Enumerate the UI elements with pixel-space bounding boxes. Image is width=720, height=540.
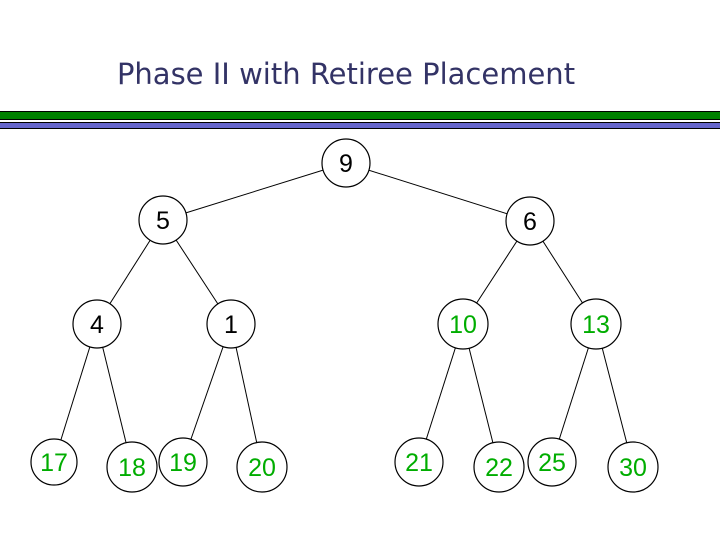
node-circle	[607, 441, 659, 493]
edge-9-6	[345, 162, 531, 222]
tree-node-22: 22	[473, 441, 525, 493]
node-value: 22	[485, 454, 513, 482]
tree-node-9: 9	[321, 138, 371, 188]
tree-node-21: 21	[394, 437, 444, 487]
separator-bar-green	[0, 111, 720, 120]
node-circle	[527, 437, 577, 487]
node-value: 13	[582, 311, 610, 339]
tree-node-4: 4	[72, 299, 122, 349]
node-circle	[138, 195, 188, 245]
tree-node-25: 25	[527, 437, 577, 487]
node-value: 18	[118, 454, 146, 482]
node-value: 17	[40, 449, 68, 477]
node-value: 9	[339, 150, 353, 178]
node-circle	[106, 441, 158, 493]
node-value: 1	[224, 311, 238, 339]
node-circle	[473, 441, 525, 493]
node-circle	[570, 298, 622, 350]
node-value: 5	[156, 207, 170, 235]
node-value: 10	[449, 311, 477, 339]
tree-node-17: 17	[30, 438, 78, 486]
separator-bar-blue	[0, 122, 720, 129]
node-circle	[206, 299, 256, 349]
tree-node-1: 1	[206, 299, 256, 349]
tree-node-18: 18	[106, 441, 158, 493]
node-value: 25	[538, 449, 566, 477]
node-value: 21	[405, 449, 433, 477]
node-circle	[236, 441, 288, 493]
node-circle	[158, 437, 208, 487]
node-circle	[394, 437, 444, 487]
node-value: 30	[619, 454, 647, 482]
slide-title: Phase II with Retiree Placement	[116, 57, 576, 91]
node-circle	[321, 138, 371, 188]
tree-node-5: 5	[138, 195, 188, 245]
node-value: 6	[523, 208, 537, 236]
node-circle	[72, 299, 122, 349]
node-value: 4	[90, 311, 104, 339]
node-circle	[30, 438, 78, 486]
tree-node-13: 13	[570, 298, 622, 350]
tree-node-20: 20	[236, 441, 288, 493]
node-circle	[505, 196, 555, 246]
node-value: 20	[248, 454, 276, 482]
tree-node-30: 30	[607, 441, 659, 493]
tree-node-6: 6	[505, 196, 555, 246]
tree-node-19: 19	[158, 437, 208, 487]
tree-node-10: 10	[437, 298, 489, 350]
edge-9-5	[162, 162, 347, 221]
node-circle	[437, 298, 489, 350]
node-value: 19	[169, 449, 197, 477]
